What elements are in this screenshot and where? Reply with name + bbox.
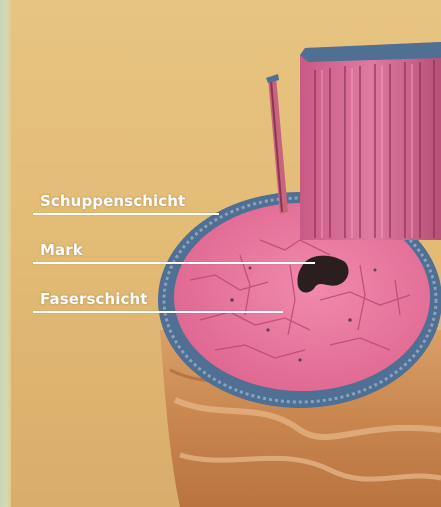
leader-line-schuppenschicht <box>33 213 219 215</box>
leader-line-mark <box>33 262 315 264</box>
label-mark: Mark <box>40 241 83 259</box>
label-schuppenschicht: Schuppenschicht <box>40 192 185 210</box>
leader-line-faserschicht <box>33 311 283 313</box>
label-faserschicht: Faserschicht <box>40 290 148 308</box>
fiber-pillar <box>300 42 441 240</box>
fiber-strand <box>266 74 288 214</box>
